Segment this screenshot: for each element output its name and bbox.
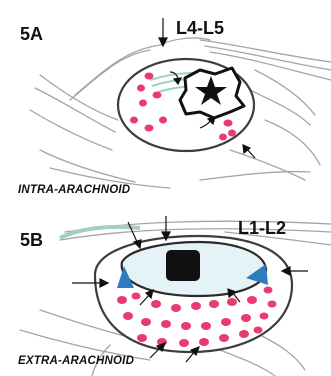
panel-b-level: L1-L2 [238,218,286,239]
panel-a-caption: INTRA-ARACHNOID [18,184,130,196]
square-icon [166,250,200,281]
panel-b-label: 5B [20,230,43,251]
panel-a-label: 5A [20,24,43,45]
panel-b-caption: EXTRA-ARACHNOID [18,355,134,367]
panel-a-level: L4-L5 [176,18,224,39]
